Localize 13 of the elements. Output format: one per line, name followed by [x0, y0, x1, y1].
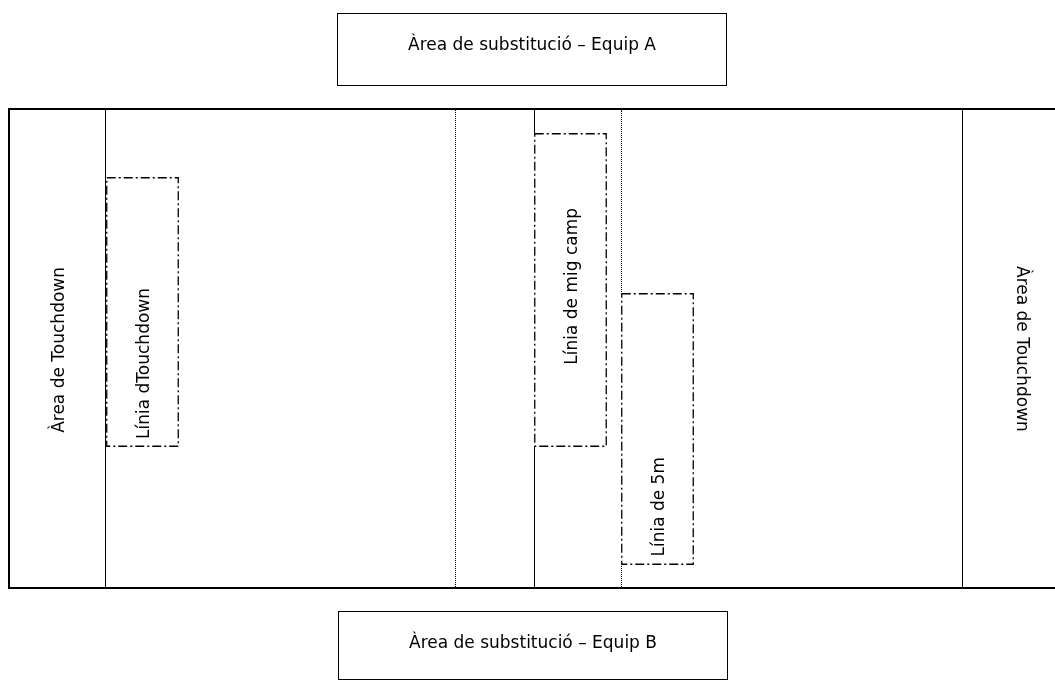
line-label-box [106, 177, 179, 447]
line-label-box [534, 133, 607, 447]
line-label-box [621, 293, 694, 565]
area-label: Àrea de substitució – Equip A [408, 34, 656, 56]
area-label: Àrea de substitució – Equip B [409, 632, 657, 654]
line-label: Línia dTouchdown [132, 288, 153, 439]
line-label: Línia de mig camp [560, 207, 581, 365]
playing-field [8, 108, 1055, 589]
zone-label: Àrea de Touchdown [1013, 265, 1033, 432]
zone-label: Àrea de Touchdown [47, 266, 68, 433]
substitution-area-box [337, 13, 727, 86]
line-label: Línia de 5m [647, 457, 668, 557]
substitution-area-box [338, 611, 728, 680]
